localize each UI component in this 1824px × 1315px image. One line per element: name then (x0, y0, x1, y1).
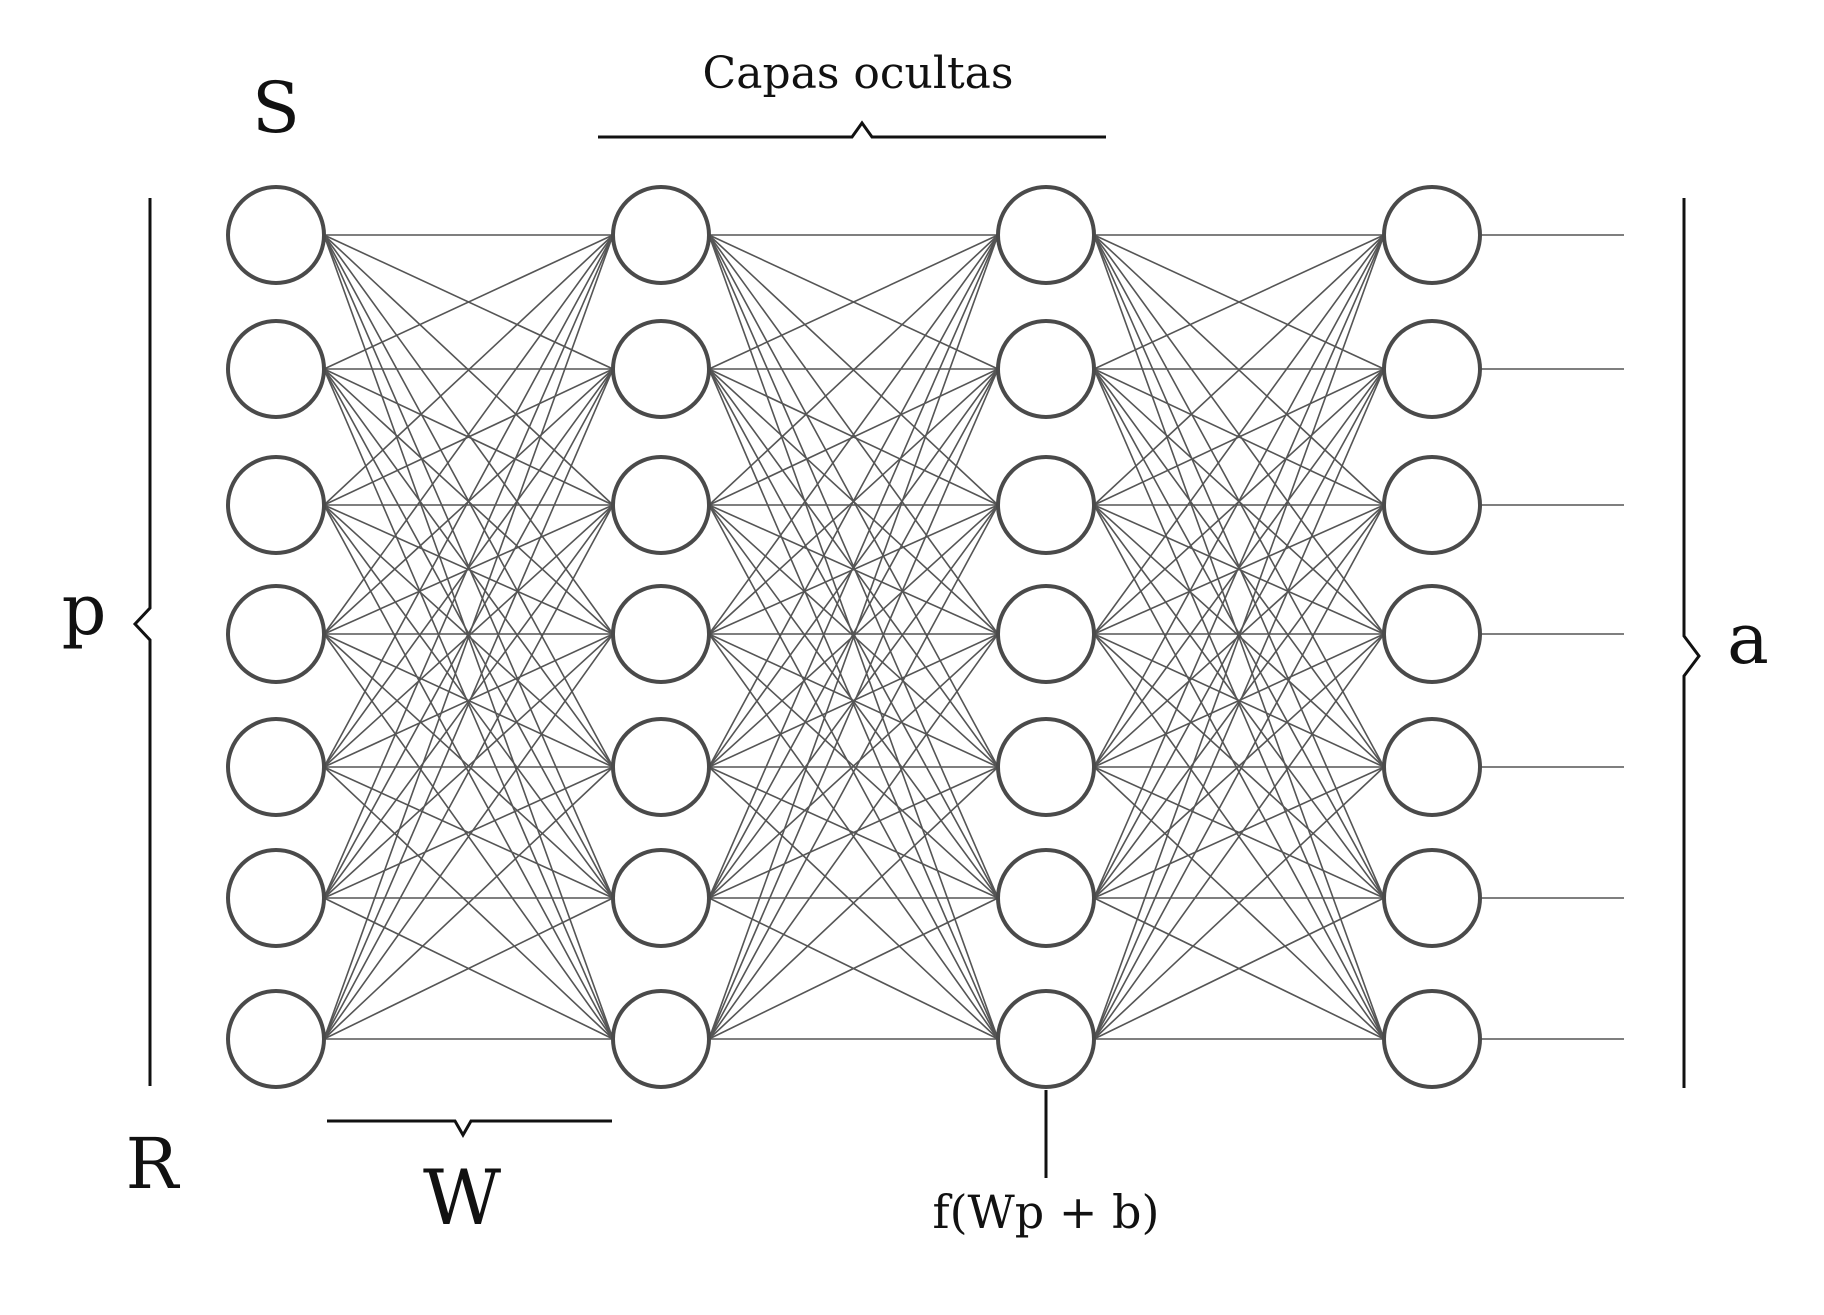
connection-edge (708, 633, 999, 899)
connection-edge (323, 234, 614, 370)
p-label: p (62, 569, 107, 651)
connection-edge (1093, 633, 1385, 899)
connection-edge (323, 766, 614, 1040)
neuron-node (996, 185, 1096, 285)
connection-edge (708, 504, 999, 1040)
connection-edge (323, 368, 614, 899)
connection-edge (323, 633, 614, 899)
neuron-node (611, 989, 711, 1089)
neuron-node (611, 717, 711, 817)
neuron-node (996, 989, 1096, 1089)
neuron-node (996, 717, 1096, 817)
connection-edge (708, 368, 999, 899)
neuron-node (611, 584, 711, 684)
connection-edge (323, 633, 614, 1040)
function-label: f(Wp + b) (933, 1185, 1160, 1239)
connection-edge (708, 766, 999, 899)
connection-edge (708, 234, 999, 899)
neuron-node (1382, 848, 1482, 948)
neuron-node (996, 455, 1096, 555)
connection-edge (323, 504, 614, 635)
input-brace (132, 198, 152, 1086)
neuron-node (226, 319, 326, 419)
connection-edge (323, 234, 614, 635)
neuron-node (611, 185, 711, 285)
connection-edge (323, 234, 614, 899)
neuron-node (226, 989, 326, 1089)
neuron-nodes (226, 185, 1482, 1089)
connection-edge (1093, 234, 1385, 506)
connection-edge (708, 897, 999, 1040)
neuron-node (1382, 717, 1482, 817)
connection-edge (708, 368, 999, 1040)
connection-edge (1093, 368, 1385, 506)
connection-edge (708, 234, 999, 506)
connection-edge (1093, 234, 1385, 899)
connection-edge (323, 368, 614, 1040)
neuron-node (226, 584, 326, 684)
hidden-layers-brace (598, 120, 1106, 139)
connection-edge (708, 766, 999, 1040)
connection-edge (1093, 766, 1385, 1040)
output-lines (1480, 234, 1624, 1040)
connection-edge (323, 234, 614, 768)
neuron-node (996, 319, 1096, 419)
connection-edge (323, 504, 614, 1040)
connection-edge (708, 368, 999, 506)
connection-edge (708, 234, 999, 635)
output-brace (1682, 198, 1701, 1088)
connection-edge (708, 504, 999, 899)
connection-edge (323, 234, 614, 1040)
neuron-node (226, 717, 326, 817)
a-label: a (1727, 598, 1769, 680)
connection-edge (1093, 234, 1385, 635)
neuron-node (1382, 455, 1482, 555)
connection-edge (1093, 633, 1385, 1040)
connection-edge (1093, 234, 1385, 768)
connection-edge (1093, 504, 1385, 899)
neuron-node (611, 455, 711, 555)
connection-edge (1093, 897, 1385, 1040)
neuron-node (611, 319, 711, 419)
neuron-node (1382, 989, 1482, 1089)
neuron-node (996, 848, 1096, 948)
connection-edges (323, 234, 1385, 1040)
connection-edge (1093, 504, 1385, 1040)
connection-edge (1093, 368, 1385, 899)
connection-edge (1093, 368, 1385, 1040)
connection-edge (323, 504, 614, 899)
weights-brace (327, 1119, 612, 1139)
connection-edge (1093, 234, 1385, 370)
connection-edge (1093, 766, 1385, 899)
neuron-node (1382, 584, 1482, 684)
neuron-node (1382, 319, 1482, 419)
connection-edge (708, 504, 999, 635)
neuron-node (611, 848, 711, 948)
neuron-node (226, 455, 326, 555)
connection-edge (708, 633, 999, 1040)
connection-edge (708, 234, 999, 768)
connection-edge (323, 897, 614, 1040)
connection-edge (323, 766, 614, 899)
hidden-layers-label: Capas ocultas (703, 48, 1014, 99)
connection-edge (323, 234, 614, 506)
w-label: W (423, 1153, 501, 1242)
neuron-node (226, 185, 326, 285)
connection-edge (708, 234, 999, 370)
neuron-node (226, 848, 326, 948)
neuron-node (996, 584, 1096, 684)
s-label: S (252, 67, 300, 149)
connection-edge (323, 368, 614, 506)
connection-edge (708, 234, 999, 1040)
connection-edge (1093, 504, 1385, 635)
r-label: R (126, 1123, 181, 1205)
neuron-node (1382, 185, 1482, 285)
connection-edge (1093, 234, 1385, 1040)
